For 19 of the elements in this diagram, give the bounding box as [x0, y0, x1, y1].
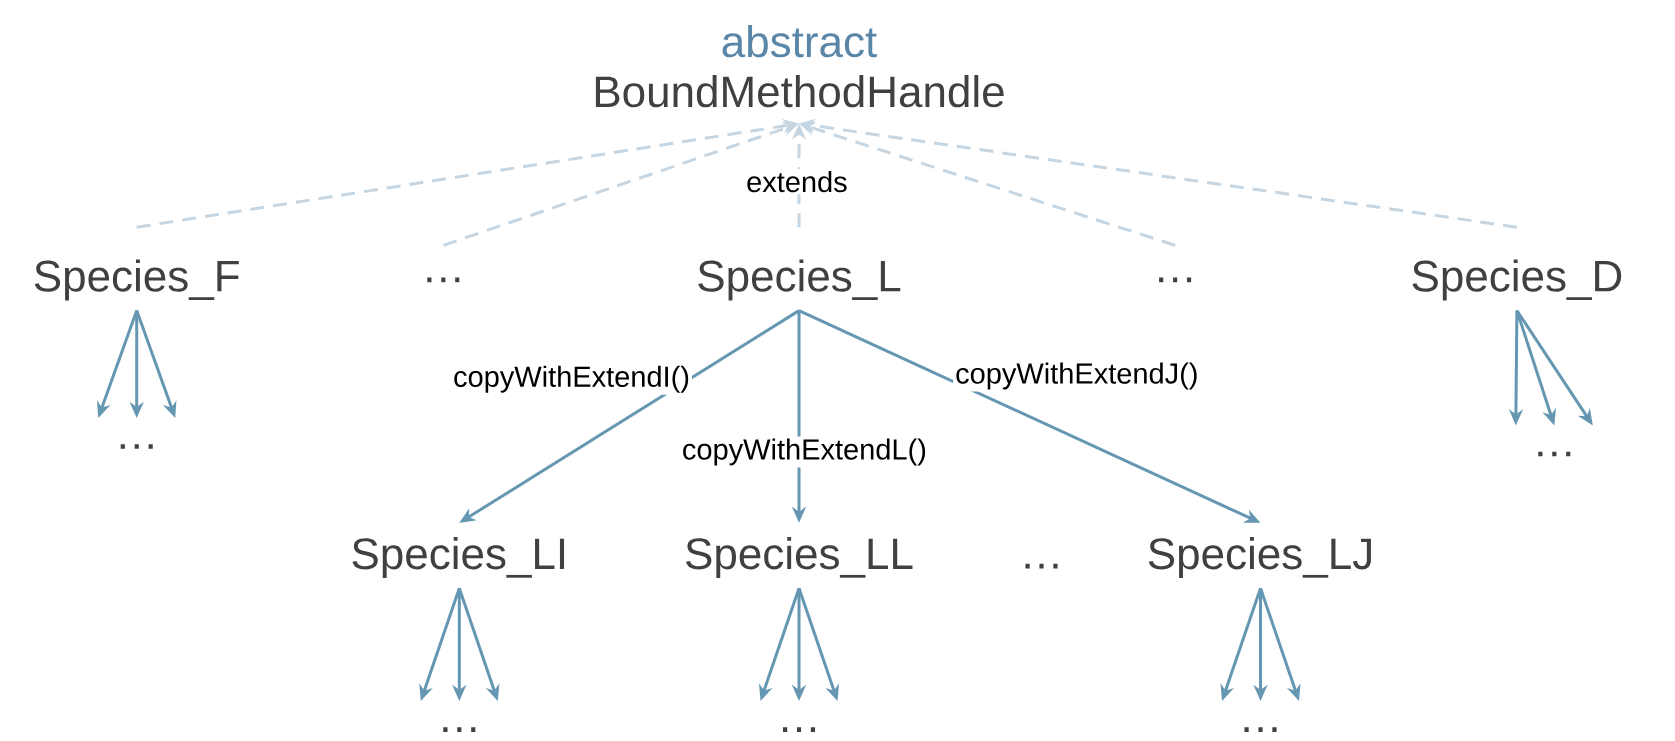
class-name: … — [783, 727, 816, 732]
class-name: … — [1244, 727, 1277, 732]
class-name: … — [1538, 451, 1571, 457]
class-name: Species_LL — [686, 537, 913, 579]
class-name: … — [1025, 563, 1058, 569]
class-name: … — [120, 444, 153, 449]
class-name: Species_L — [698, 259, 901, 301]
edge-label: copyWithExtendJ() — [953, 360, 1201, 392]
class-name: Species_D — [1412, 259, 1622, 301]
edge-label: copyWithExtendI() — [451, 363, 692, 395]
class-name: Species_F — [34, 259, 239, 301]
class-name: … — [427, 277, 460, 283]
edge-label: copyWithExtendL() — [679, 436, 929, 468]
class-name: … — [443, 727, 476, 732]
class-name: … — [1159, 277, 1192, 283]
edge-label: extends — [744, 168, 850, 195]
class-name: Species_LJ — [1148, 537, 1371, 579]
class-name: Species_LI — [352, 537, 565, 579]
class-heading: abstract BoundMethodHandle — [595, 25, 1004, 108]
